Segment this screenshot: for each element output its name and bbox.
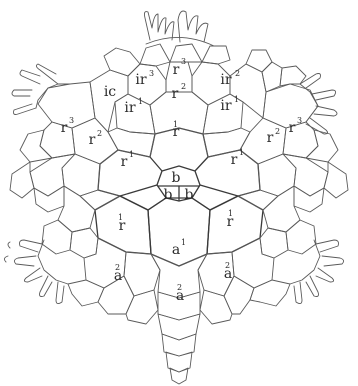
arm-lower-left-fingers: [14, 240, 64, 304]
label-r2-right: r: [267, 130, 274, 146]
label-a1: a: [172, 242, 180, 258]
arm-upper-left: [12, 64, 70, 115]
label-ir-top-left: ir: [135, 72, 146, 88]
arm-lower-left-tips: [4, 242, 10, 262]
label-r-top-center-sup: 2: [181, 82, 186, 91]
label-r1-left-sup: 1: [129, 150, 134, 159]
plate-ic: [90, 70, 128, 132]
cell-left-9: [70, 228, 98, 258]
cell-left-8: [34, 186, 64, 212]
cell-stem-1: [158, 314, 200, 340]
label-ic: ic: [104, 84, 116, 100]
label-r3-right: r: [289, 120, 296, 136]
label-ir1-right: ir: [220, 98, 231, 114]
arm-top: [144, 11, 214, 46]
label-r3-top: r: [173, 62, 180, 78]
label-ir1-right-sup: 1: [234, 95, 239, 104]
right-side-cells: [238, 122, 348, 258]
label-r2-right-sup: 2: [275, 127, 280, 136]
arm-upper-left-base: [36, 84, 70, 108]
cell-right-9: [260, 228, 288, 258]
cell-left-3: [62, 154, 100, 196]
arm-lower-left-base: [38, 240, 68, 284]
label-r1-lower-right-sup: 1: [228, 209, 233, 218]
label-a2-center-sup: 2: [177, 283, 182, 292]
label-a2-right-sup: 2: [225, 261, 230, 270]
label-b-right: b: [185, 187, 194, 203]
label-r1-right: r: [231, 152, 238, 168]
arm-upper-right-base: [290, 84, 318, 122]
label-r1-right-sup: 1: [239, 148, 244, 157]
label-ir2-top-right-sup: 2: [235, 69, 240, 78]
arm-lower-left: [4, 240, 68, 304]
cell-right-8: [294, 186, 324, 212]
label-ir-top-left-sup: 3: [149, 69, 154, 78]
plate-top-center-b: [202, 46, 230, 64]
label-ir2-top-right: ir: [220, 72, 231, 88]
label-ir1-left: ir: [124, 100, 135, 116]
cell-right-5: [324, 162, 348, 198]
arm-upper-left-fingers: [12, 64, 58, 115]
arm-upper-right-fingers: [300, 74, 337, 135]
arm-lower-right: [290, 240, 344, 304]
cell-left-1: [40, 122, 75, 158]
label-r3-left-sup: 3: [69, 116, 74, 125]
cell-lower-3: [126, 290, 158, 324]
plate-upper-left-c: [140, 44, 170, 66]
cell-left-2: [20, 130, 52, 162]
label-r1-center-top-sup: 1: [173, 120, 178, 129]
cell-lower-left-b: [124, 252, 160, 296]
label-r1-lower-left-sup: 1: [118, 213, 123, 222]
cell-left-10: [42, 220, 72, 254]
cell-left-5: [10, 162, 34, 198]
cell-lower-6: [250, 280, 290, 306]
label-a2-left-sup: 2: [115, 263, 120, 272]
label-r2-left-sup: 2: [97, 129, 102, 138]
arm-lower-right-base: [290, 240, 320, 284]
label-r3-top-sup: 3: [181, 57, 186, 66]
label-ir1-left-sup: 1: [138, 97, 143, 106]
cell-right-3: [258, 154, 296, 196]
label-b-left: b: [164, 187, 173, 203]
plate-upper-right-b: [246, 50, 272, 72]
left-side-cells: [10, 122, 120, 258]
arm-lower-right-fingers: [294, 240, 344, 304]
radial-plate-lower-right: [207, 196, 263, 254]
label-r1-left: r: [121, 154, 128, 170]
cell-stem-4: [170, 368, 188, 384]
cell-right-10: [286, 220, 316, 254]
plate-a2-right: [232, 238, 274, 288]
arm-top-left-fingers: [144, 12, 174, 40]
label-r3-left: r: [61, 120, 68, 136]
label-r3-right-sup: 3: [297, 116, 302, 125]
label-r-top-center: r: [172, 86, 179, 102]
label-a1-sup: 1: [181, 238, 186, 247]
cell-right-2: [306, 130, 338, 162]
label-r2-left: r: [89, 132, 96, 148]
lower-cells: [68, 238, 290, 384]
label-b-top: b: [172, 170, 181, 186]
cell-lower-5: [200, 290, 232, 324]
